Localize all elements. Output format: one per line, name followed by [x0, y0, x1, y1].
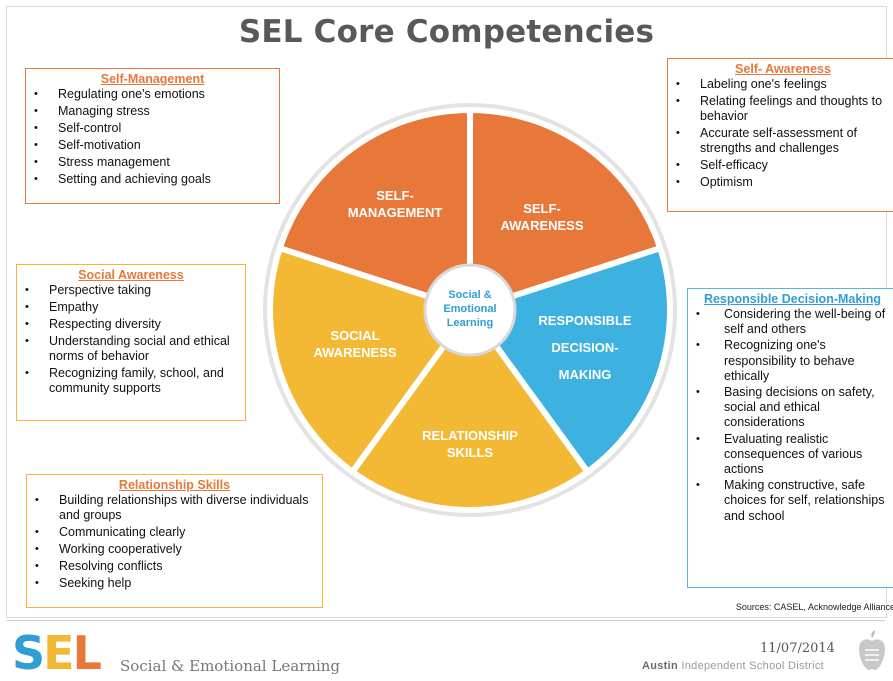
list-item: Optimism [674, 175, 892, 190]
list-item: Managing stress [32, 104, 273, 119]
list-item: Evaluating realistic consequences of var… [694, 432, 891, 478]
wheel-label-relationship-skills: SKILLS [447, 445, 494, 460]
responsible-decision-making-box: Responsible Decision-Making Considering … [687, 288, 893, 588]
list-item: Perspective taking [23, 283, 239, 298]
list-item: Considering the well-being of self and o… [694, 307, 891, 337]
sel-logo-s: S [12, 626, 45, 680]
wheel-segment-social-awareness [267, 245, 473, 475]
wheel-label-self-awareness: SELF- [523, 201, 561, 216]
footer-divider [6, 620, 885, 621]
list-item: Self-motivation [32, 138, 273, 153]
responsible-decision-making-list: Considering the well-being of self and o… [694, 307, 891, 524]
district-name: Austin Independent School District [642, 660, 824, 672]
wheel-label-social-awareness: SOCIAL [330, 328, 379, 343]
wheel-segment-relationship-skills [349, 307, 591, 513]
wheel-segment-self-awareness [467, 107, 664, 313]
self-awareness-heading: Self- Awareness [735, 62, 831, 76]
sel-logo-e: E [43, 626, 74, 680]
sel-logo: SEL [12, 630, 102, 676]
wheel-label-self-management: SELF- [376, 188, 414, 203]
list-item: Setting and achieving goals [32, 172, 273, 187]
social-awareness-box: Social Awareness Perspective takingEmpat… [16, 264, 246, 421]
list-item: Making constructive, safe choices for se… [694, 478, 891, 524]
list-item: Recognizing family, school, and communit… [23, 366, 239, 396]
district-bold: Austin [642, 660, 679, 672]
self-management-list: Regulating one's emotionsManaging stress… [32, 87, 273, 187]
self-awareness-list: Labeling one's feelingsRelating feelings… [674, 77, 892, 190]
district-rest: Independent School District [681, 660, 825, 672]
social-awareness-list: Perspective takingEmpathyRespecting dive… [23, 283, 239, 396]
list-item: Regulating one's emotions [32, 87, 273, 102]
wheel-label-relationship-skills: RELATIONSHIP [422, 428, 518, 443]
wheel-center-label: Learning [447, 317, 493, 329]
sel-tagline: Social & Emotional Learning [120, 657, 341, 675]
wheel-center-label: Social & [448, 289, 491, 301]
source-note: Sources: CASEL, Acknowledge Alliance [735, 602, 893, 612]
list-item: Seeking help [33, 576, 316, 591]
list-item: Communicating clearly [33, 525, 316, 540]
wheel-label-responsible-decision-making: MAKING [559, 367, 612, 382]
wheel-label-social-awareness: AWARENESS [313, 345, 396, 360]
self-management-heading: Self-Management [100, 72, 205, 86]
sel-logo-l: L [72, 626, 102, 680]
list-item: Stress management [32, 155, 273, 170]
relationship-skills-list: Building relationships with diverse indi… [33, 493, 316, 591]
list-item: Labeling one's feelings [674, 77, 892, 92]
wheel-label-responsible-decision-making: RESPONSIBLE [538, 313, 632, 328]
relationship-skills-box: Relationship Skills Building relationshi… [26, 474, 323, 608]
relationship-skills-heading: Relationship Skills [118, 478, 231, 492]
wheel-center-label: Emotional [443, 303, 496, 315]
list-item: Self-control [32, 121, 273, 136]
wheel-segment-self-management [276, 107, 473, 313]
list-item: Self-efficacy [674, 158, 892, 173]
list-item: Understanding social and ethical norms o… [23, 334, 239, 364]
apple-icon [859, 630, 885, 670]
date-label: 11/07/2014 [760, 641, 835, 656]
list-item: Empathy [23, 300, 239, 315]
wheel-center [423, 263, 517, 357]
list-item: Building relationships with diverse indi… [33, 493, 316, 523]
self-awareness-box: Self- Awareness Labeling one's feelingsR… [667, 58, 893, 212]
wheel-label-self-awareness: AWARENESS [500, 218, 583, 233]
list-item: Basing decisions on safety, social and e… [694, 385, 891, 431]
self-management-box: Self-Management Regulating one's emotion… [25, 68, 280, 204]
responsible-decision-making-heading: Responsible Decision-Making [703, 292, 882, 306]
wheel-label-self-management: MANAGEMENT [348, 205, 443, 220]
list-item: Respecting diversity [23, 317, 239, 332]
list-item: Accurate self-assessment of strengths an… [674, 126, 892, 156]
wheel-label-responsible-decision-making: DECISION- [551, 340, 618, 355]
list-item: Recognizing one's responsibility to beha… [694, 338, 891, 384]
wheel-segment-responsible-decision-making [467, 245, 673, 475]
page-title: SEL Core Competencies [238, 14, 655, 50]
list-item: Resolving conflicts [33, 559, 316, 574]
list-item: Relating feelings and thoughts to behavi… [674, 94, 892, 124]
social-awareness-heading: Social Awareness [78, 268, 184, 282]
list-item: Working cooperatively [33, 542, 316, 557]
